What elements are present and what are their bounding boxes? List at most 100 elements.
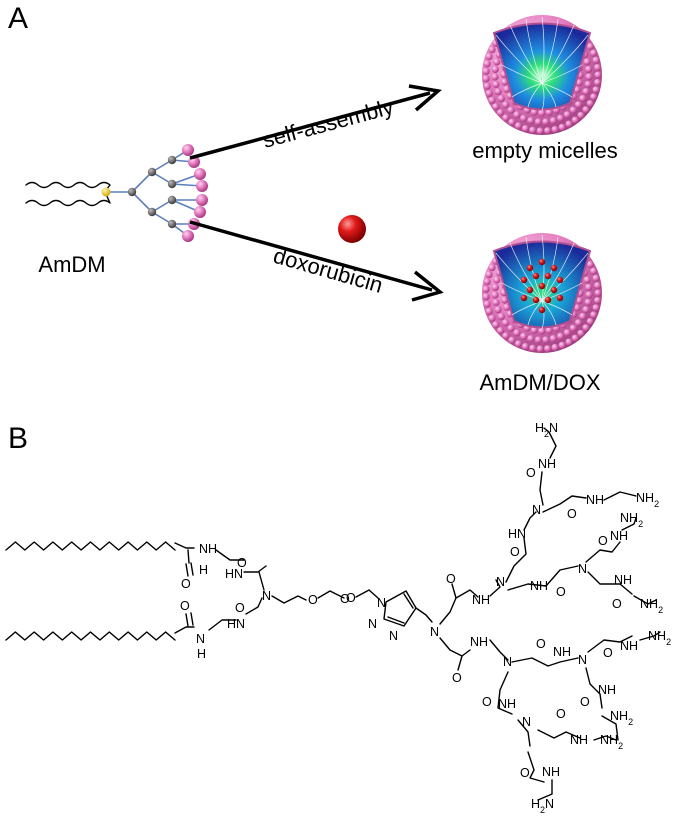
- terminal-amine-4: NH2: [640, 597, 663, 615]
- shell-bead: [574, 101, 583, 109]
- shell-bead: [482, 67, 490, 75]
- shell-bead: [582, 324, 590, 332]
- svg-text:O: O: [556, 585, 566, 599]
- branch-node: [147, 207, 157, 217]
- arrow-doxorubicin: [189, 220, 444, 302]
- svg-text:H: H: [199, 563, 208, 577]
- svg-text:HN: HN: [508, 527, 526, 541]
- shell-bead: [556, 332, 565, 340]
- arrow-self-assembly: [189, 84, 442, 160]
- empty-micelles-label: empty micelles: [472, 138, 617, 163]
- encapsulated-drug-dot: [526, 286, 534, 294]
- copolymer-strand: [509, 24, 543, 84]
- svg-text:N: N: [496, 575, 505, 589]
- svg-text:N: N: [578, 562, 587, 576]
- copolymer-strand: [541, 300, 557, 326]
- encapsulated-drug-dot: [520, 294, 528, 302]
- shell-bead: [492, 298, 500, 307]
- terminal-amine-5: NH2: [648, 629, 671, 647]
- shell-bead: [529, 126, 537, 134]
- encapsulated-drug-dot: [544, 296, 552, 304]
- copolymer-strand: [495, 252, 543, 302]
- branch-node: [167, 179, 177, 189]
- encapsulated-drug-dot: [526, 264, 534, 272]
- shell-bead: [534, 118, 542, 126]
- svg-text:N: N: [503, 655, 512, 669]
- shell-bead: [494, 88, 502, 96]
- copolymer-strand: [495, 34, 543, 84]
- shell-bead: [586, 260, 594, 269]
- shell-bead: [571, 116, 579, 124]
- shell-bead: [521, 342, 530, 351]
- svg-text:O: O: [526, 466, 536, 480]
- shell-bead: [584, 80, 592, 88]
- shell-bead: [483, 300, 491, 308]
- shell-bead: [579, 94, 587, 102]
- amdm-dox-label: AmDM/DOX: [480, 370, 601, 395]
- shell-bead: [497, 95, 505, 103]
- shell-bead: [527, 117, 535, 125]
- svg-text:NH: NH: [498, 697, 516, 711]
- shell-bead: [542, 118, 550, 126]
- shell-bead: [513, 111, 521, 119]
- shell-bead: [558, 123, 566, 131]
- amdm-schematic: [25, 144, 208, 242]
- shell-bead: [482, 293, 490, 301]
- svg-text:N: N: [196, 632, 205, 646]
- shell-bead: [527, 335, 535, 343]
- svg-text:N: N: [377, 596, 386, 610]
- dendron-nodes: [101, 144, 208, 242]
- copolymer-strand: [541, 300, 573, 316]
- svg-text:HN: HN: [225, 567, 243, 581]
- branch-node: [127, 187, 137, 197]
- shell-bead: [485, 53, 493, 61]
- shell-bead: [575, 79, 583, 87]
- shell-bead: [577, 329, 585, 337]
- copolymer-strand: [541, 82, 573, 98]
- copolymer-strand: [541, 18, 559, 84]
- svg-text:N: N: [368, 617, 377, 631]
- copolymer-strand: [509, 242, 543, 302]
- branch-node: [167, 219, 177, 229]
- self-assembly-label: self-assembly: [260, 94, 396, 153]
- shell-bead: [488, 96, 496, 104]
- shell-bead: [594, 71, 602, 79]
- upper-amide: NH HN O: [174, 542, 267, 591]
- shell-bead: [507, 324, 515, 332]
- shell-bead: [569, 324, 577, 332]
- shell-bead: [585, 65, 593, 73]
- shell-bead: [483, 82, 491, 90]
- terminal-amine-2: NH2: [636, 491, 659, 509]
- shell-bead: [493, 276, 501, 284]
- copolymer-strand: [541, 252, 589, 302]
- svg-text:NH: NH: [598, 683, 616, 697]
- svg-text:O: O: [556, 707, 566, 721]
- shell-bead: [593, 296, 602, 305]
- shell-bead: [530, 108, 538, 116]
- shell-bead: [488, 46, 496, 54]
- shell-bead: [593, 63, 602, 72]
- shell-bead: [590, 93, 598, 101]
- svg-text:NH: NH: [570, 733, 588, 747]
- svg-text:O: O: [520, 766, 530, 780]
- svg-text:HN: HN: [227, 617, 245, 631]
- shell-bead: [538, 109, 546, 117]
- shell-bead: [549, 117, 557, 125]
- shell-bead: [492, 103, 500, 111]
- dendron-links: [106, 149, 203, 237]
- alkyl-tail-upper: [25, 181, 111, 191]
- shell-bead: [590, 49, 598, 57]
- shell-bead: [491, 283, 499, 291]
- shell-bead: [502, 332, 510, 340]
- lower-amide: O N H HN O: [174, 597, 263, 661]
- shell-bead: [483, 60, 491, 68]
- panel-b-letter: B: [8, 422, 28, 455]
- svg-text:O: O: [446, 572, 456, 586]
- shell-bead: [520, 114, 528, 122]
- branch-node: [167, 155, 177, 165]
- peg-linker-1: [271, 595, 307, 604]
- svg-text:O: O: [181, 577, 191, 591]
- shell-bead: [594, 289, 602, 297]
- svg-text:O: O: [482, 695, 492, 709]
